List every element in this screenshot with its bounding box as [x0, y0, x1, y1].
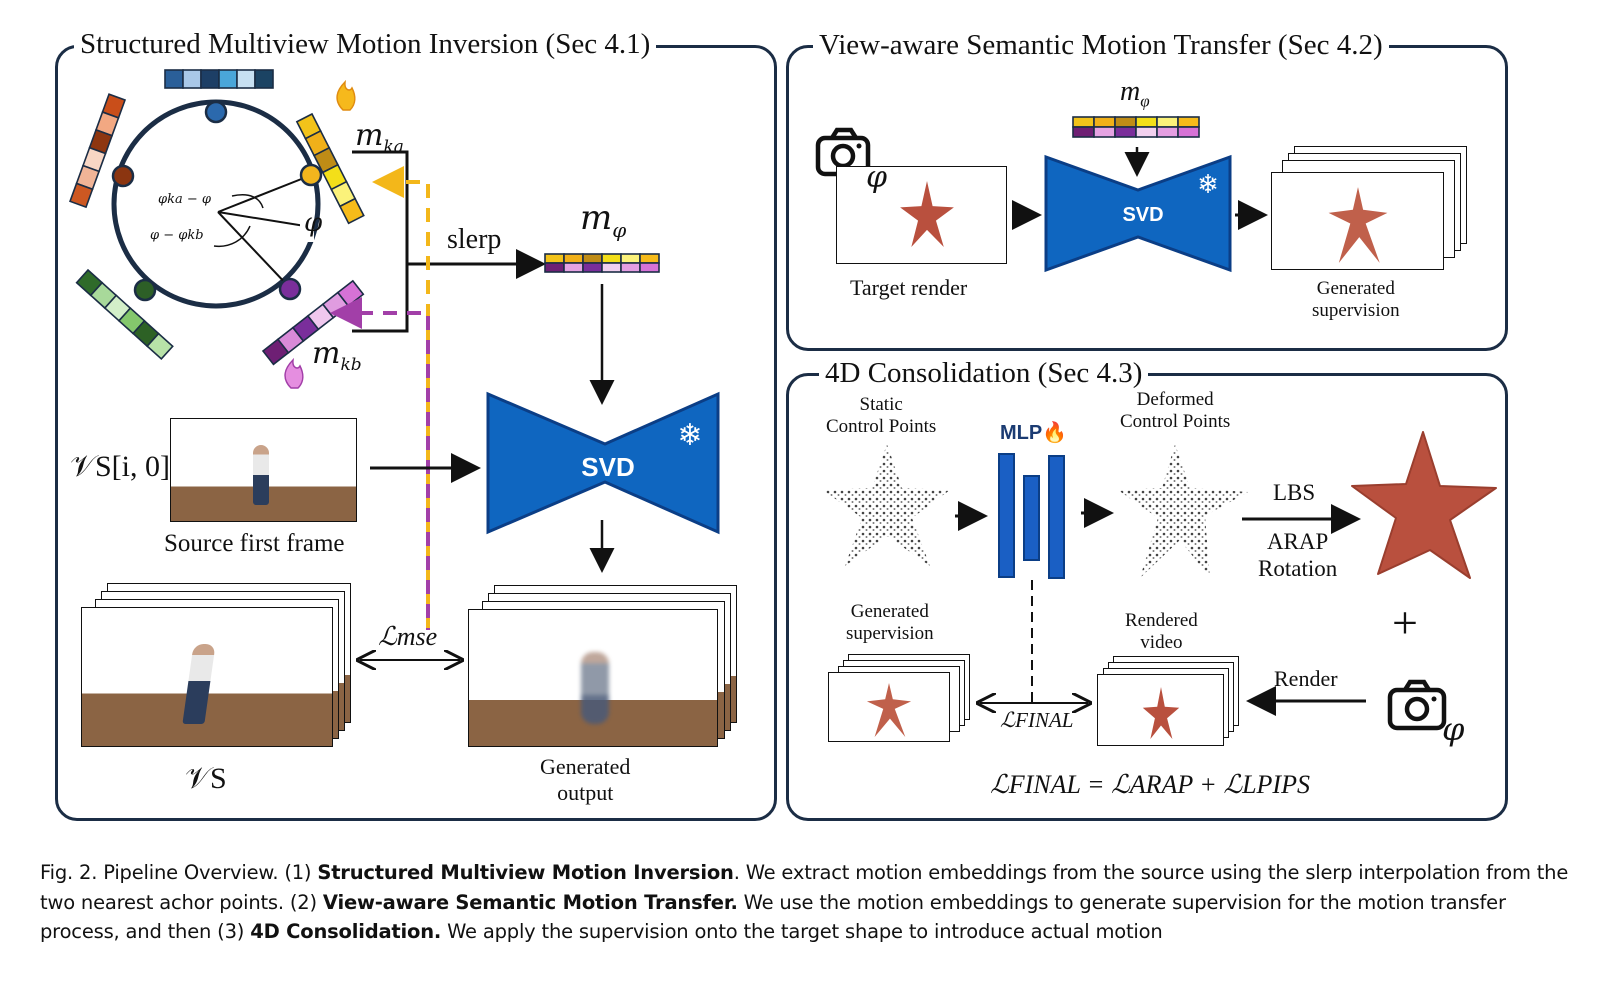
spoke-b [217, 211, 291, 289]
embedding-bar-top [164, 69, 274, 89]
label-angle-b: φ − φkb [150, 228, 204, 243]
label-camera-phi: φ [866, 160, 888, 195]
snowflake-icon: ❄ [677, 419, 702, 452]
embedding-cell [146, 332, 174, 361]
mlp-layer-2 [1023, 475, 1040, 561]
mlp-layer-3 [1048, 455, 1065, 579]
rendered-video-frame [1097, 674, 1224, 746]
anchor-node-top [204, 100, 228, 124]
bracket [352, 150, 409, 333]
camera-icon [1387, 679, 1447, 731]
label-m-phi: mφ [580, 198, 627, 242]
blurry-figure [581, 652, 609, 724]
panel-title-inversion: Structured Multiview Motion Inversion (S… [74, 28, 657, 60]
label-lbs: LBS [1273, 480, 1316, 505]
label-plus: + [1392, 597, 1418, 648]
embedding-bar-left [69, 93, 127, 209]
label-angle-a: φka − φ [158, 192, 211, 207]
label-camera-phi-2: φ [1442, 710, 1465, 748]
static-control-points [823, 444, 950, 566]
embedding-bar-m-phi [1072, 116, 1200, 138]
starfish-shape [866, 683, 912, 737]
embedding-cell [1177, 126, 1200, 138]
dashed-line-purple [330, 297, 430, 630]
angle-arc-b [213, 225, 251, 248]
starfish-shape [1142, 687, 1180, 739]
source-video-frame [81, 607, 333, 747]
transfer-diagram: SVD ❄ [815, 116, 1268, 273]
label-slerp: slerp [447, 224, 502, 255]
embedding-cell [639, 262, 660, 273]
starfish-3d [1351, 431, 1497, 579]
generated-supervision-image [1271, 172, 1444, 270]
angle-arc-a [231, 194, 264, 209]
figure-caption: Fig. 2. Pipeline Overview. (1) Structure… [40, 861, 1569, 943]
label-m-ka: mka [355, 118, 404, 157]
inversion-diagram: SVD ❄ [69, 69, 720, 840]
human-figure [253, 445, 269, 505]
embedding-bar-ka [295, 112, 365, 225]
label-m-phi: mφ [1120, 76, 1150, 111]
label-source-first-frame: Source first frame [164, 530, 345, 557]
consolidation-diagram [823, 431, 1497, 731]
svd-label: SVD [581, 452, 634, 482]
gen-sup-frame [828, 672, 950, 742]
spoke-a [217, 175, 310, 213]
label-mse-loss: ℒmse [378, 622, 438, 651]
generated-output-frame [468, 609, 718, 747]
label-phi: φ [304, 208, 323, 238]
anchor-node-kb [278, 277, 302, 301]
dashed-line-yellow [372, 166, 430, 630]
label-final-formula: ℒFINAL = ℒARAP + ℒLPIPS [990, 770, 1310, 799]
label-render: Render [1274, 666, 1338, 691]
phi-gap [300, 212, 314, 242]
embedding-cell [338, 197, 365, 225]
label-target-render: Target render [850, 275, 968, 300]
flame-icon-ka [336, 79, 356, 111]
panel-title-consolidation: 4D Consolidation (Sec 4.3) [819, 357, 1149, 389]
embedding-cell [254, 69, 274, 89]
flame-icon-kb [284, 357, 304, 389]
svd-model [1044, 154, 1232, 273]
anchor-node-left [111, 164, 135, 188]
label-mlp: MLP🔥 [1000, 422, 1068, 444]
snowflake-icon: ❄ [1197, 170, 1219, 199]
svd-model [486, 391, 720, 535]
source-first-frame-image [170, 418, 357, 522]
mlp-layer-1 [998, 453, 1015, 578]
label-source-input: 𝒱S[i, 0] [70, 450, 170, 483]
deformed-control-points [1118, 444, 1248, 578]
embedding-bar-bottom-left [75, 268, 174, 361]
anchor-node-ka [299, 163, 323, 187]
target-render-image [836, 166, 1007, 264]
anchor-node-bottom-left [133, 278, 157, 302]
flame-icon: 🔥 [1042, 422, 1068, 444]
spoke-phi [217, 211, 306, 227]
label-source-video: 𝒱S [185, 762, 227, 795]
embedding-cell [69, 182, 94, 209]
label-final-loss: ℒFINAL [1000, 708, 1074, 732]
embedding-bar-m-phi [544, 253, 660, 273]
label-m-kb: mkb [312, 336, 362, 375]
svd-label: SVD [1122, 204, 1163, 226]
panel-title-transfer: View-aware Semantic Motion Transfer (Sec… [813, 29, 1389, 61]
